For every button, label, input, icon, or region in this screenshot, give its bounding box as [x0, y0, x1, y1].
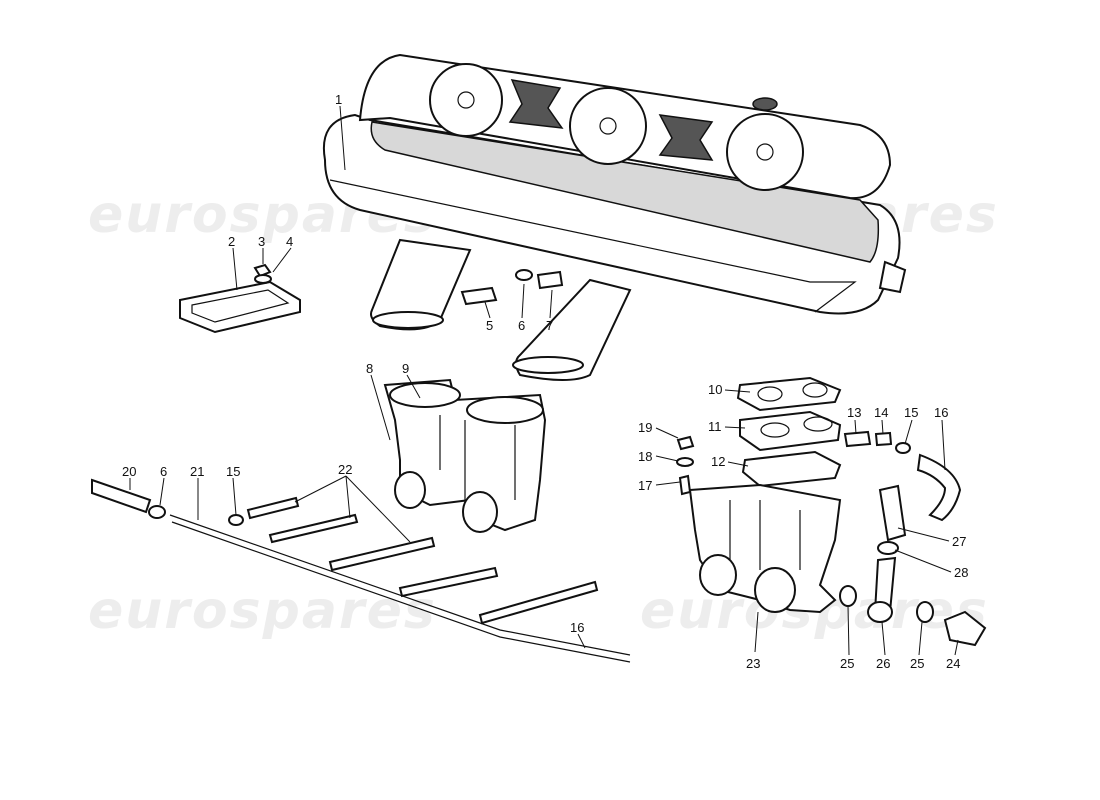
label-27: 27 [952, 534, 966, 549]
label-28: 28 [954, 565, 968, 580]
label-17: 17 [638, 478, 652, 493]
part-labels: 1 2 3 4 5 6 7 8 9 10 11 12 13 14 15 16 1… [122, 92, 968, 671]
label-16b: 16 [570, 620, 584, 635]
flange-gaskets [736, 376, 842, 488]
label-16: 16 [934, 405, 948, 420]
air-filter-box [322, 53, 907, 381]
watermark-bottom-left: eurospares [88, 581, 437, 641]
label-14: 14 [874, 405, 888, 420]
label-2: 2 [228, 234, 235, 249]
fuel-rail [91, 478, 631, 663]
label-19: 19 [638, 420, 652, 435]
label-23: 23 [746, 656, 760, 671]
label-9: 9 [402, 361, 409, 376]
label-4: 4 [286, 234, 293, 249]
label-22: 22 [338, 462, 352, 477]
fittings-right [843, 430, 962, 522]
studs-nuts [676, 435, 695, 496]
label-10: 10 [708, 382, 722, 397]
label-6: 6 [518, 318, 525, 333]
label-21: 21 [190, 464, 204, 479]
label-6b: 6 [160, 464, 167, 479]
label-8: 8 [366, 361, 373, 376]
label-12: 12 [711, 454, 725, 469]
label-15b: 15 [226, 464, 240, 479]
carburettor-right [688, 483, 842, 614]
label-26: 26 [876, 656, 890, 671]
label-25a: 25 [840, 656, 854, 671]
label-1: 1 [335, 92, 342, 107]
leader-lines [129, 105, 959, 656]
label-5: 5 [486, 318, 493, 333]
label-13: 13 [847, 405, 861, 420]
label-20: 20 [122, 464, 136, 479]
label-18: 18 [638, 449, 652, 464]
label-11: 11 [708, 419, 722, 434]
label-3: 3 [258, 234, 265, 249]
label-25b: 25 [910, 656, 924, 671]
label-7: 7 [546, 318, 553, 333]
label-24: 24 [946, 656, 960, 671]
small-hoses [460, 269, 564, 306]
carburettor-left [383, 378, 547, 533]
label-15: 15 [904, 405, 918, 420]
fuel-fittings [839, 484, 987, 647]
gasket-small [179, 263, 301, 334]
